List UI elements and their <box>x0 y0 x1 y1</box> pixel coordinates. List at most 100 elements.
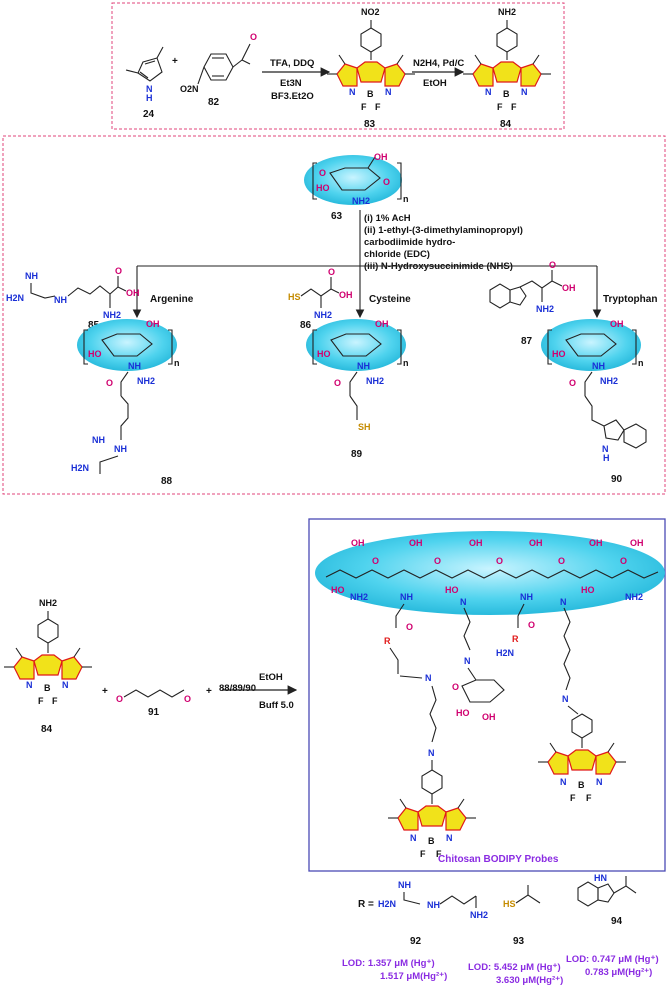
bb-o-5: O <box>620 556 627 566</box>
p90-nh: NH <box>592 361 605 371</box>
arm4-n: N <box>562 694 569 704</box>
bb-nh-2: NH <box>520 592 533 602</box>
step1-line3: BF3.Et2O <box>271 91 314 102</box>
compound-84-label-bottom: 84 <box>41 724 53 735</box>
plus-sign-bottom-2: + <box>206 686 212 697</box>
conditions-line4: chloride (EDC) <box>364 249 430 260</box>
bodipy84top-f-right: F <box>511 102 517 112</box>
probe-title: Chitosan BODIPY Probes <box>438 854 559 865</box>
arm3-r: R <box>512 634 519 644</box>
p88-h2n: H2N <box>71 463 89 473</box>
tryptophan-87-structure: O OH NH2 <box>489 260 576 314</box>
cys86-o: O <box>328 267 335 277</box>
arg85-nh: NH <box>25 271 38 281</box>
arm2-ho: HO <box>456 708 470 718</box>
p90-h: H <box>603 453 610 463</box>
aldehyde-82-structure: O O2N <box>180 32 257 94</box>
bb-oh-5: OH <box>589 538 603 548</box>
plus-sign-bottom-1: + <box>102 686 108 697</box>
tryptophan-label: Tryptophan <box>603 294 657 305</box>
step1-line1: TFA, DDQ <box>270 58 314 69</box>
arg85-nh2: NH2 <box>103 310 121 320</box>
trp87-oh: OH <box>562 283 576 293</box>
p88-nh-top: NH <box>92 435 105 445</box>
bodipy83-b: B <box>367 89 374 99</box>
arm3-o: O <box>528 620 535 630</box>
chitosan63-ho: HO <box>316 183 330 193</box>
conditions-line3: carbodiimide hydro- <box>364 237 455 248</box>
r92-nh: NH <box>398 880 411 890</box>
lod-92-line2: 1.517 μM(Hg²⁺) <box>380 971 447 982</box>
p89-oh: OH <box>375 319 389 329</box>
nh2-group-top: NH2 <box>498 7 516 17</box>
p90-n-sub: n <box>638 358 644 368</box>
nh2-group-bottom: NH2 <box>39 598 57 608</box>
p90-hn: N <box>602 444 609 454</box>
step1-line2: Et3N <box>280 78 302 89</box>
arm2-n: N <box>464 656 471 666</box>
lod-93-line1: LOD: 5.452 μM (Hg⁺) <box>468 962 561 973</box>
bodipy-84-bottom-structure: NH2 N B N F F <box>4 598 92 706</box>
cysteine-label: Cysteine <box>369 294 411 305</box>
compound-85-label: 85 <box>88 320 100 331</box>
p88-ho: HO <box>88 349 102 359</box>
arg85-h2n: H2N <box>6 293 24 303</box>
arm4-bodipy-n-right: N <box>596 777 603 787</box>
cys86-hs: HS <box>288 292 301 302</box>
arm4-bodipy-f-right: F <box>586 793 592 803</box>
r92-nh2: NH2 <box>470 910 488 920</box>
r-equals-label: R = <box>358 899 374 910</box>
p90-o: O <box>569 378 576 388</box>
bb-ho-1: HO <box>331 585 345 595</box>
pyrrole-24-structure: N H <box>125 46 164 103</box>
compound-90-label: 90 <box>611 474 623 485</box>
arm1-n1: N <box>425 673 432 683</box>
bb-nh-1: NH <box>400 592 413 602</box>
bodipy84top-n-right: N <box>521 87 528 97</box>
chitosan63-oh: OH <box>374 152 388 162</box>
arm4-bodipy-b: B <box>578 780 585 790</box>
gluta-o-left: O <box>116 694 123 704</box>
product-90-structure: OH HO NH n O NH2 N H <box>541 319 647 463</box>
arm1-bodipy-b: B <box>428 836 435 846</box>
chitosan63-n-sub: n <box>403 194 409 204</box>
lod-93-line2: 3.630 μM(Hg²⁺) <box>496 975 563 986</box>
pyrrole-n-atom: N <box>146 84 153 94</box>
arm1-bodipy-n-left: N <box>410 833 417 843</box>
p88-nh2: NH2 <box>137 376 155 386</box>
compound-82-label: 82 <box>208 97 220 108</box>
chitosan-63-structure: OH HO NH2 O O n <box>304 152 409 206</box>
bodipy84top-f-left: F <box>497 102 503 112</box>
compound-88-label: 88 <box>161 476 173 487</box>
arm3-h2n: H2N <box>496 648 514 658</box>
compound-86-label: 86 <box>300 320 312 331</box>
bb-oh-3: OH <box>469 538 483 548</box>
aldehyde-o-atom: O <box>250 32 257 42</box>
compound-87-label: 87 <box>521 336 533 347</box>
r92-h2n: H2N <box>378 899 396 909</box>
arm1-r: R <box>384 636 391 646</box>
cys86-nh2: NH2 <box>314 310 332 320</box>
p89-sh: SH <box>358 422 371 432</box>
arm1-bodipy-f-right: F <box>436 849 442 859</box>
r-group-93-structure: HS <box>503 885 541 909</box>
bodipy84b-f-right: F <box>52 696 58 706</box>
bodipy84b-n-left: N <box>26 680 33 690</box>
bb-oh-2: OH <box>409 538 423 548</box>
probe-frame <box>308 518 666 872</box>
compound-89-label: 89 <box>351 449 363 460</box>
probe-middle-arm: N O OH HO <box>452 607 505 722</box>
conditions-line1: (i) 1% AcH <box>364 213 411 224</box>
pyrrole-h-atom: H <box>146 93 153 103</box>
lod-92-line1: LOD: 1.357 μM (Hg⁺) <box>342 958 435 969</box>
p89-n-sub: n <box>403 358 409 368</box>
probe-right-arm: N N B N F F <box>538 607 626 803</box>
p88-nh: NH <box>128 361 141 371</box>
no2-group: NO2 <box>361 7 380 17</box>
middle-dashed-frame <box>2 135 666 495</box>
plus-sign-top: + <box>172 56 178 67</box>
arm1-bodipy-f-left: F <box>420 849 426 859</box>
arginine-85-structure: NH H2N NH O OH NH2 <box>6 266 140 320</box>
arm2-o: O <box>452 682 459 692</box>
r94-hn: HN <box>594 873 607 883</box>
